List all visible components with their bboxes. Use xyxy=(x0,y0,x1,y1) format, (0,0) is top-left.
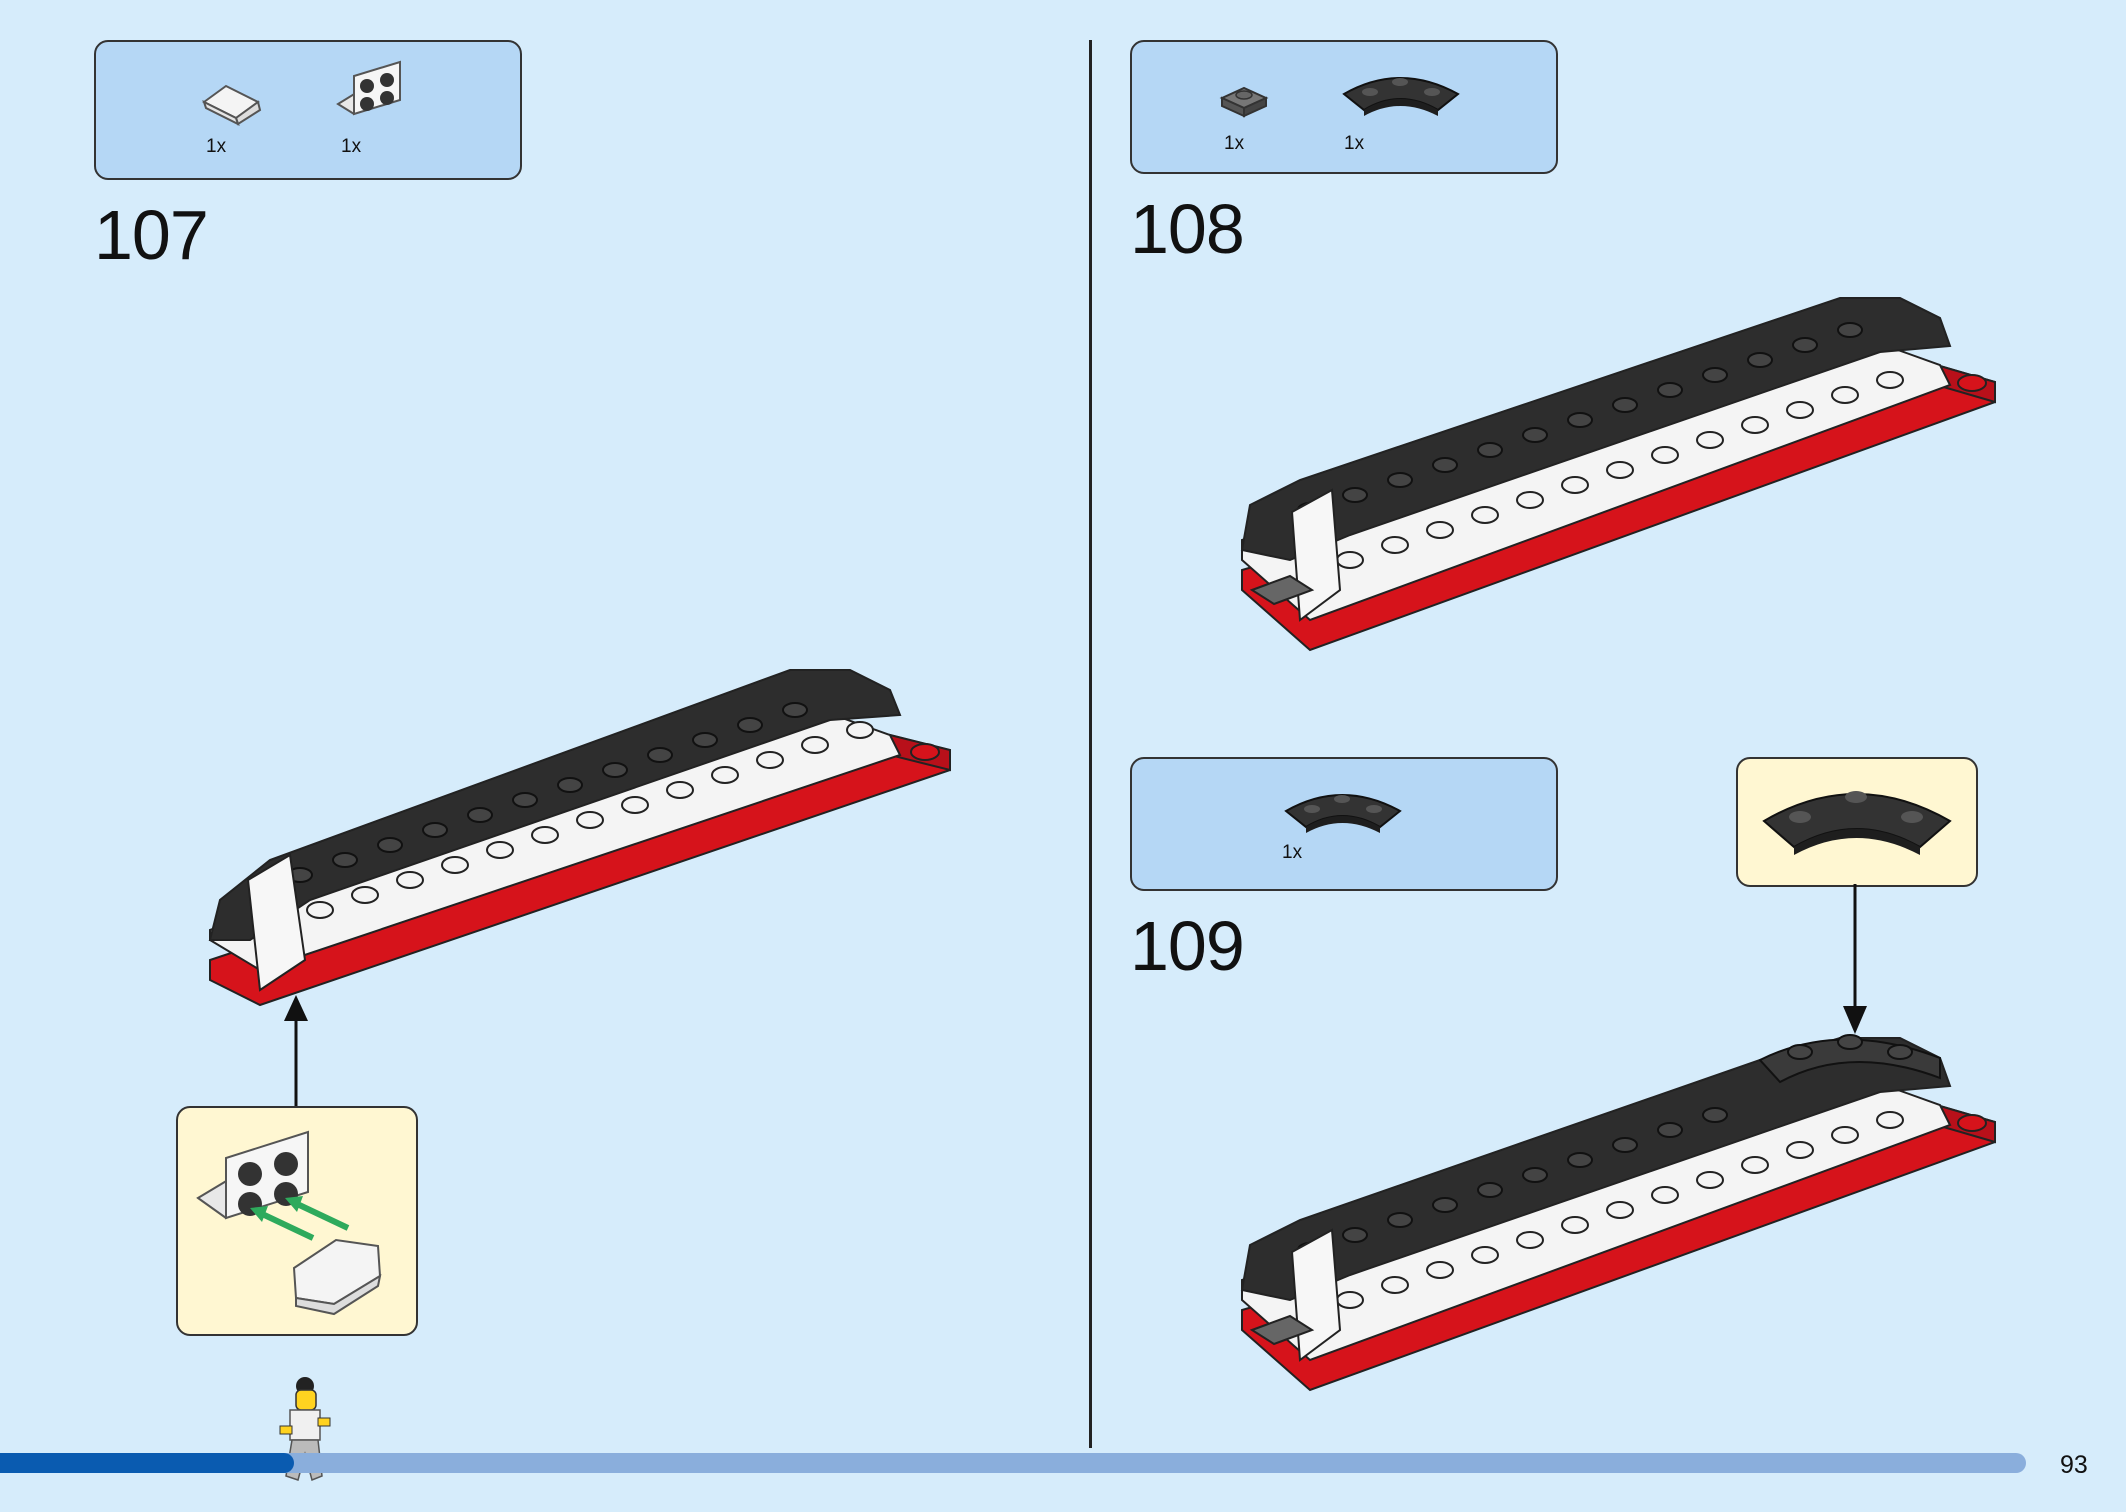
parts-list-step-107: 1x 1x xyxy=(94,40,522,180)
white-slope-brick-icon xyxy=(202,84,262,126)
progress-bar-track xyxy=(0,1453,2026,1473)
brick-studs xyxy=(1336,371,1904,569)
part-quantity: 1x xyxy=(1282,842,1303,863)
placement-arrow xyxy=(284,995,308,1107)
step-number: 109 xyxy=(1130,907,1245,985)
brick-studs xyxy=(287,702,808,883)
black-curved-plate-icon xyxy=(1762,791,1952,855)
part-quantity: 1x xyxy=(1344,133,1365,154)
progress-bar-fill xyxy=(0,1453,294,1473)
bracket-attach-detail xyxy=(196,1130,382,1316)
placement-arrow xyxy=(1843,884,1867,1034)
step-number: 107 xyxy=(94,196,209,274)
detail-callout-step-107 xyxy=(176,1106,418,1336)
step-number: 108 xyxy=(1130,190,1245,268)
parts-list-step-109: 1x xyxy=(1130,757,1558,891)
black-curved-plate-icon xyxy=(1284,794,1402,833)
step-109-assembly xyxy=(1240,1034,1996,1392)
brick-studs xyxy=(1336,1111,1904,1309)
part-quantity: 1x xyxy=(1224,133,1245,154)
page-number: 93 xyxy=(2060,1451,2088,1479)
parts-list-step-108: 1x 1x xyxy=(1130,40,1558,174)
step-107-assembly xyxy=(208,669,951,1007)
brick-studs xyxy=(306,721,874,919)
black-curved-plate-icon xyxy=(1342,77,1460,116)
part-quantity: 1x xyxy=(206,136,227,157)
detail-callout-step-109 xyxy=(1736,757,1978,887)
page-divider xyxy=(1089,40,1092,1448)
part-quantity: 1x xyxy=(341,136,362,157)
dark-gray-plate-1x1-icon xyxy=(1219,86,1269,118)
step-108-assembly xyxy=(1240,297,1996,652)
white-bracket-plate-icon xyxy=(336,60,401,116)
